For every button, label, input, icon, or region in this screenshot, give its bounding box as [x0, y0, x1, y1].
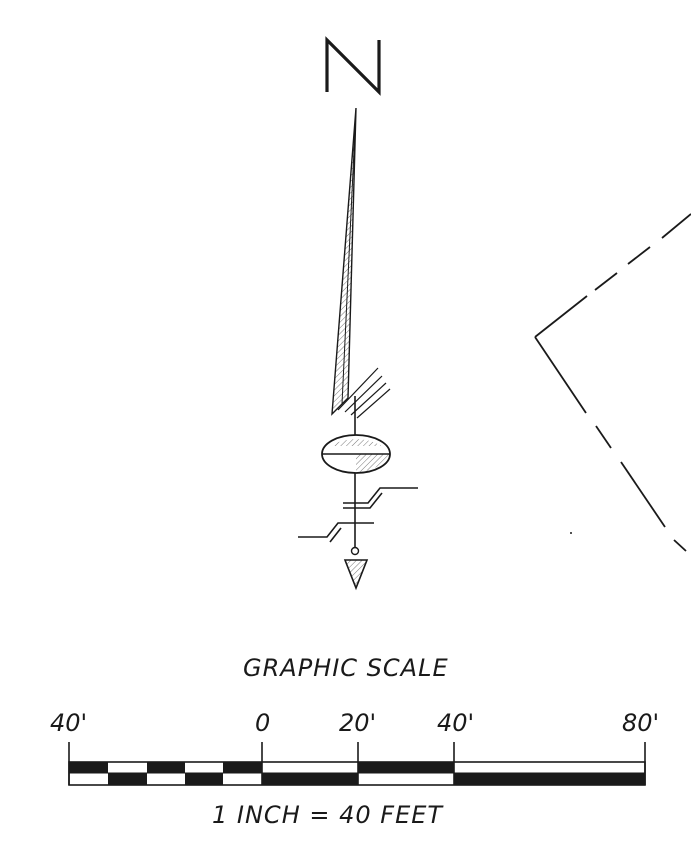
property-boundary	[534, 213, 691, 552]
scale-left-segments	[69, 762, 262, 785]
shaft-node	[350, 546, 360, 556]
scale-tick-label-40: 40'	[437, 709, 475, 737]
shaft-break-upper	[343, 487, 418, 509]
north-letter-n	[325, 36, 381, 96]
scale-tick-label-0: 0	[255, 709, 271, 737]
scale-tick-label-20: 20'	[339, 709, 377, 737]
arrow-ellipse	[321, 434, 391, 474]
map-dot	[570, 532, 572, 534]
scale-ratio-text: 1 INCH = 40 FEET	[212, 801, 444, 829]
shaft-break-lower	[298, 522, 374, 543]
scale-ticks	[68, 742, 646, 785]
north-arrow	[298, 36, 418, 591]
north-needle	[331, 107, 357, 416]
graphic-scale-title: GRAPHIC SCALE	[243, 654, 449, 682]
scale-right-segments	[262, 762, 645, 785]
south-arrowhead	[343, 559, 369, 591]
scale-tick-label-neg40: 40'	[50, 709, 88, 737]
needle-base-hatch	[337, 367, 391, 419]
scale-tick-label-80: 80'	[622, 709, 660, 737]
scale-bar	[68, 742, 646, 786]
